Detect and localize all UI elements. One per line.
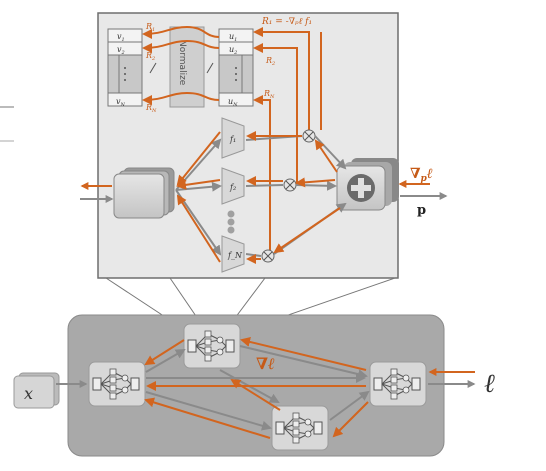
v-vector: v1 v2 vN xyxy=(107,28,143,108)
backward-top-left xyxy=(144,339,185,366)
grad-sum-m1 xyxy=(314,139,338,173)
grad-to-block-2 xyxy=(176,179,221,190)
rN-feed-line xyxy=(253,95,271,255)
r2-label-right: R2 xyxy=(265,56,275,67)
r2-label-left: R2 xyxy=(145,51,155,62)
grad-to-block-n xyxy=(176,194,221,263)
rN-label-left: RN xyxy=(145,103,157,114)
r1-formula: R₁ = -∇ₚℓ f₁ xyxy=(261,17,312,27)
ellipsis-dot xyxy=(227,226,235,234)
graph-node-bottom xyxy=(271,405,329,451)
multiplier-node-n xyxy=(261,249,275,263)
m2-to-sum xyxy=(295,180,337,191)
p-label: p xyxy=(417,203,426,218)
graph-node-top xyxy=(183,323,241,369)
uN-label: uN xyxy=(228,97,238,108)
top-panel: v1 v2 vN Normalize u1 u2 uN xyxy=(97,12,399,279)
f1-label: f₁ xyxy=(229,135,236,144)
r2-feed-line xyxy=(253,43,298,184)
grad-ell-label: ∇ℓ xyxy=(256,354,275,373)
v2-label: v2 xyxy=(117,45,125,56)
u2-label: u2 xyxy=(229,45,237,56)
input-stack-block xyxy=(113,167,175,219)
f1-block: f₁ xyxy=(221,117,245,159)
f2-block: f₂ xyxy=(221,167,245,205)
bottom-panel: x ∇ℓ xyxy=(13,314,476,457)
rN-label-right: RN xyxy=(263,89,275,100)
u1-label: u1 xyxy=(229,32,237,43)
graph-node-right xyxy=(369,361,427,407)
r-flow-lines xyxy=(142,25,220,105)
graph-node-left xyxy=(88,361,146,407)
grad-to-block-1 xyxy=(176,131,221,186)
ellipsis-dot xyxy=(227,218,235,226)
loss-label: ℓ xyxy=(484,369,495,399)
grad-sum-mN xyxy=(273,207,341,254)
backward-right-top xyxy=(240,337,367,371)
v1-label: v1 xyxy=(117,32,125,43)
backward-bottom-left xyxy=(144,397,271,439)
multiplier-node-2 xyxy=(283,178,297,192)
sum-block xyxy=(336,158,399,211)
input-x-block: x xyxy=(13,372,60,409)
ellipsis-dot xyxy=(227,210,235,218)
input-x-label: x xyxy=(24,384,33,403)
bus-slash xyxy=(149,62,157,74)
forward-left-bottom xyxy=(145,391,272,431)
u-vector: u1 u2 uN xyxy=(218,28,254,108)
fN-block: f_N xyxy=(221,235,245,273)
vN-label: vN xyxy=(116,97,126,108)
fN-label: f_N xyxy=(227,251,243,260)
forward-bottom-right xyxy=(329,390,370,421)
forward-top-right xyxy=(239,345,368,380)
r1-feed-line xyxy=(253,27,310,130)
f2-out xyxy=(245,184,284,187)
backward-bottom-top xyxy=(230,378,281,411)
forward-left-top xyxy=(145,348,186,373)
f2-label: f₂ xyxy=(229,183,236,192)
normalize-label: Normalize xyxy=(177,40,187,86)
grad-p-ell-label: ∇pℓ xyxy=(410,166,433,184)
backward-right-bottom xyxy=(332,401,369,438)
grad-sum-m2 xyxy=(295,177,336,188)
r1-label-left: R1 xyxy=(145,22,155,33)
bus-slash xyxy=(206,62,214,74)
multiplier-node-1 xyxy=(302,129,316,143)
